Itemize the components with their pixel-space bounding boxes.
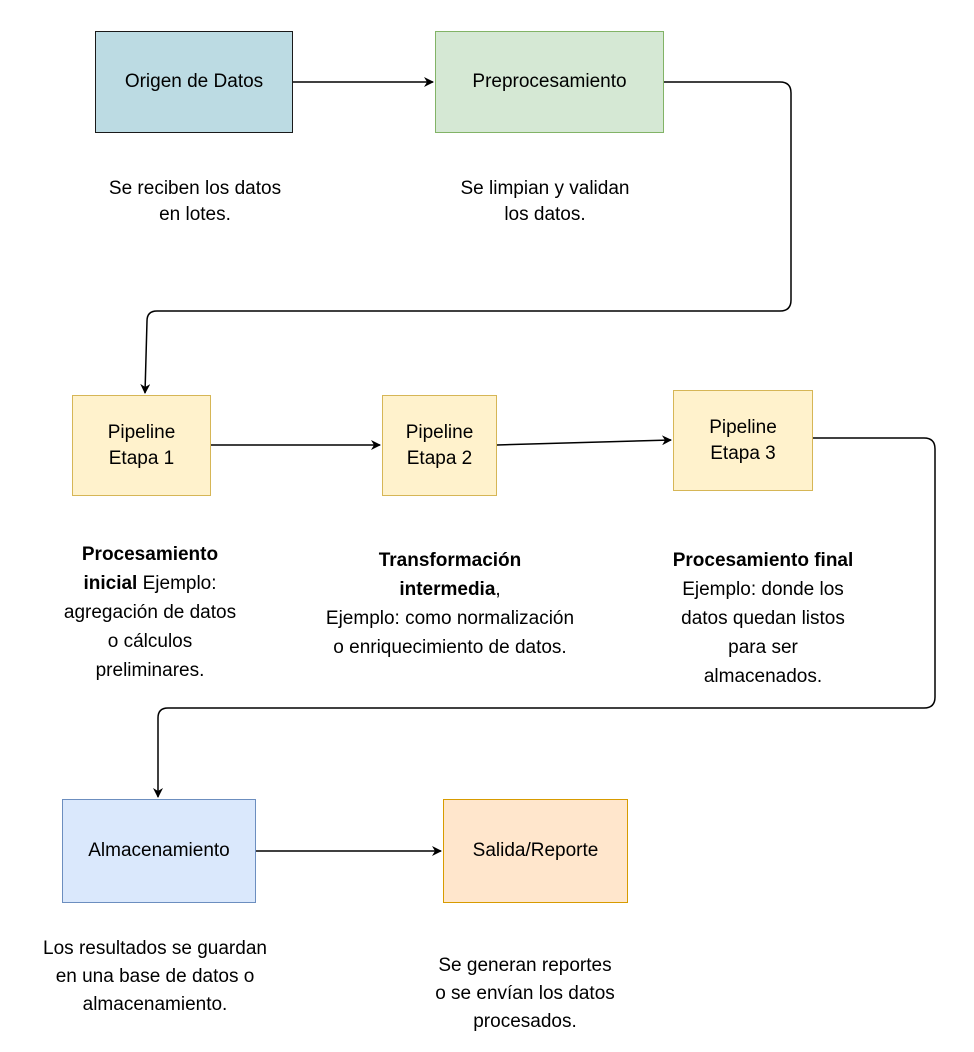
pipeline-stage-1-line1: Pipeline bbox=[107, 421, 176, 443]
stage1-caption: Procesamiento inicial Ejemplo: agregació… bbox=[63, 544, 237, 681]
pipeline-stage-1-line2: Etapa 1 bbox=[108, 447, 175, 469]
almacen-caption: Los resultados se guardan en una base de… bbox=[43, 938, 267, 1015]
pipeline-stage-1-node: Pipeline Etapa 1 bbox=[72, 395, 211, 496]
origen-de-datos-node: Origen de Datos bbox=[95, 31, 293, 133]
pipeline-stage-2-line1: Pipeline bbox=[405, 421, 474, 443]
stage3-caption: Procesamiento final Ejemplo: donde los d… bbox=[672, 550, 854, 687]
origen-caption: Se reciben los datos en lotes. bbox=[108, 178, 282, 225]
preproc-caption: Se limpian y validan los datos. bbox=[460, 178, 630, 225]
pipeline-stage-2-line2: Etapa 2 bbox=[406, 447, 473, 469]
origen-de-datos-label: Origen de Datos bbox=[124, 71, 264, 92]
edge-stage3-to-almacen bbox=[153, 437, 936, 798]
almacenamiento-label: Almacenamiento bbox=[88, 840, 230, 861]
salida-reporte-node: Salida/Reporte bbox=[443, 799, 628, 903]
pipeline-stage-2-node: Pipeline Etapa 2 bbox=[382, 395, 497, 496]
pipeline-stage-3-line1: Pipeline bbox=[709, 416, 777, 438]
pipeline-stage-3-line2: Etapa 3 bbox=[710, 442, 776, 464]
preprocesamiento-node: Preprocesamiento bbox=[435, 31, 664, 133]
edge-preproc-to-stage1 bbox=[140, 81, 792, 394]
pipeline-stage-3-node: Pipeline Etapa 3 bbox=[673, 390, 813, 491]
salida-reporte-label: Salida/Reporte bbox=[472, 840, 599, 861]
preprocesamiento-label: Preprocesamiento bbox=[472, 71, 627, 92]
salida-caption: Se generan reportes o se envían los dato… bbox=[435, 955, 615, 1032]
stage2-caption: Transformación intermedia, Ejemplo: como… bbox=[325, 550, 575, 658]
almacenamiento-node: Almacenamiento bbox=[62, 799, 256, 903]
edge-stage2-to-stage3 bbox=[496, 435, 672, 446]
